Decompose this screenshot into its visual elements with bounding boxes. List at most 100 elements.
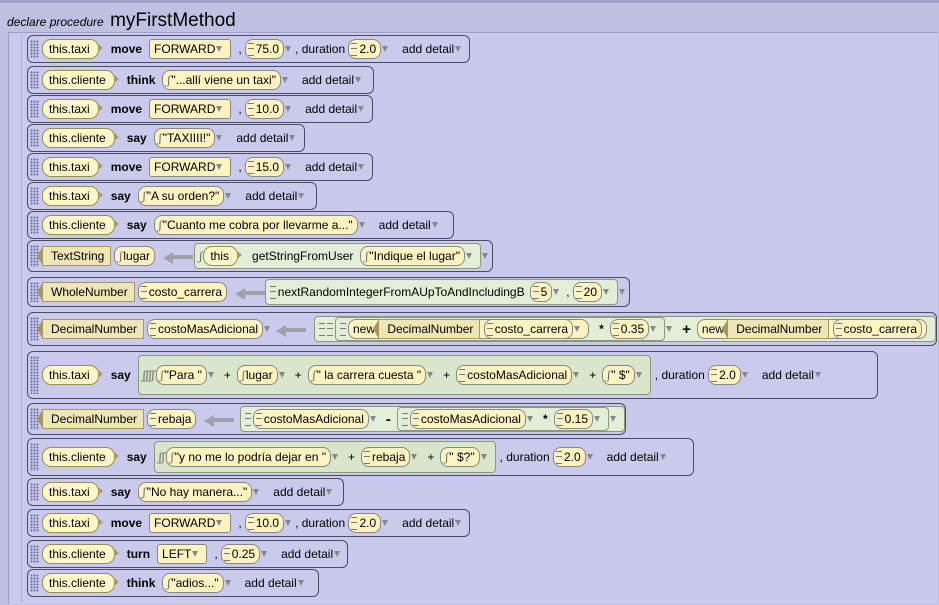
dropdown-icon[interactable] [635,372,642,378]
dropdown-icon[interactable] [326,489,333,495]
duration-value[interactable]: 2.0 [348,39,382,59]
dropdown-icon[interactable] [207,372,214,378]
dropdown-icon[interactable] [650,326,657,332]
dropdown-icon[interactable] [594,416,600,422]
dropdown-icon[interactable] [526,416,533,422]
dropdown-icon[interactable] [253,489,260,495]
statement-row[interactable]: this.taxi move FORWARD, 15.0 add detail [27,153,373,181]
add-detail-button[interactable]: add detail [603,450,674,464]
dropdown-icon[interactable] [411,454,418,460]
statement-row[interactable]: this.taxi say ʃ"A su orden?" add detail [27,182,317,210]
amount-value[interactable]: 75.0 [244,39,285,59]
object-chip[interactable]: this.taxi [42,99,103,119]
variable-chip[interactable]: rebaja [147,409,197,429]
dropdown-icon[interactable] [358,222,365,228]
string-value[interactable]: ʃ"A su orden?" [137,186,225,206]
dropdown-icon[interactable] [573,372,580,378]
type-chip[interactable]: DecimalNumber [722,319,830,339]
statement-row[interactable]: this.taxi move FORWARD, 10.0 , duration … [27,509,470,537]
variable-chip[interactable]: costo_carrera [483,319,574,339]
drag-handle[interactable] [30,356,39,394]
dropdown-icon[interactable] [264,326,271,332]
dropdown-icon[interactable] [814,372,821,378]
statement-row[interactable]: this.taxi move FORWARD, 75.0 , duration … [27,35,470,63]
variable-chip[interactable]: costoMasAdicional [252,409,369,429]
dropdown-icon[interactable] [216,520,223,526]
drag-handle[interactable] [30,187,39,205]
drag-handle[interactable] [30,100,39,118]
dropdown-icon[interactable] [224,580,231,586]
drag-handle[interactable] [30,158,39,176]
add-detail-button[interactable]: add detail [375,218,446,232]
object-chip[interactable]: this.cliente [42,544,119,564]
assignment-row[interactable]: DecimalNumber costoMasAdicional new Deci… [27,312,937,346]
statement-row[interactable]: this.cliente say ʃ"TAXIIII!" add detail [27,124,305,152]
dropdown-icon[interactable] [216,46,223,52]
dropdown-icon[interactable] [285,46,292,52]
dropdown-icon[interactable] [334,551,341,557]
drag-handle[interactable] [30,408,39,430]
assignment-row[interactable]: DecimalNumber rebaja costoMasAdicional -… [27,403,626,435]
drag-handle[interactable] [30,545,39,563]
drag-handle[interactable] [30,282,39,302]
string-value[interactable]: ʃ"Indique el lugar" [360,246,465,266]
assignment-row[interactable]: WholeNumber costo_carrera nextRandomInte… [27,277,630,307]
object-chip[interactable]: this.cliente [42,215,119,235]
drag-handle[interactable] [30,574,39,592]
procedure-name[interactable]: myFirstMethod [110,10,236,31]
add-detail-button[interactable]: add detail [232,131,303,145]
string-value[interactable]: ʃ"adios..." [162,573,224,593]
string-value[interactable]: ʃ"TAXIIII!" [153,128,216,148]
string-value[interactable]: ʃ"y no me lo podría dejar en " [165,447,331,467]
string-value[interactable]: ʃ" $" [602,365,635,385]
type-chip[interactable]: WholeNumber [37,282,135,302]
dropdown-icon[interactable] [455,46,462,52]
sum-expression[interactable]: new DecimalNumber costo_carrera * 0.35 +… [313,316,936,342]
object-chip[interactable]: this.taxi [42,482,103,502]
object-chip[interactable]: this.cliente [42,573,119,593]
type-chip[interactable]: DecimalNumber [373,319,481,339]
statement-row[interactable]: this.taxi move FORWARD, 10.0 add detail [27,95,373,123]
object-chip[interactable]: this.taxi [42,157,103,177]
drag-handle[interactable] [30,71,39,89]
statement-row[interactable]: this.cliente say ʃʃ ʃ"y no me lo podría … [27,438,694,476]
object-chip[interactable]: this [203,246,242,266]
dropdown-icon[interactable] [298,193,305,199]
add-detail-button[interactable]: add detail [277,547,348,561]
statement-row[interactable]: this.cliente think ʃ"...allí viene un ta… [27,66,374,94]
add-detail-button[interactable]: add detail [758,368,829,382]
string-value[interactable]: ʃ"Para " [155,365,207,385]
type-chip[interactable]: DecimalNumber [36,409,145,429]
string-value[interactable]: ʃ" la carrera cuesta " [307,365,427,385]
dropdown-icon[interactable] [586,454,593,460]
dropdown-icon[interactable] [480,454,487,460]
object-chip[interactable]: this.cliente [42,128,119,148]
object-chip[interactable]: this.taxi [42,365,103,385]
dropdown-icon[interactable] [289,135,296,141]
dropdown-icon[interactable] [192,551,199,557]
duration-value[interactable]: 2.0 [348,513,382,533]
dropdown-icon[interactable] [281,77,288,83]
dropdown-icon[interactable] [610,416,616,422]
variable-chip[interactable]: costo_carrera [832,319,922,339]
object-chip[interactable]: this.cliente [42,447,119,467]
variable-chip[interactable]: costo_carrera [137,282,228,302]
product-expression[interactable]: new DecimalNumber costo_carrera * 0.35 [334,317,666,341]
string-value[interactable]: ʃ"...allí viene un taxi" [162,70,281,90]
drag-handle[interactable] [30,129,39,147]
dropdown-icon[interactable] [574,326,581,332]
dropdown-icon[interactable] [216,135,223,141]
add-detail-button[interactable]: add detail [301,160,372,174]
dropdown-icon[interactable] [553,289,560,295]
amount-value[interactable]: 0.25 [220,544,261,564]
dropdown-icon[interactable] [285,106,292,112]
string-value[interactable]: ʃ"No hay manera..." [137,482,253,502]
direction-value[interactable]: FORWARD [149,39,232,59]
amount-value[interactable]: 10.0 [244,513,285,533]
variable-chip[interactable]: costoMasAdicional [456,365,573,385]
drag-handle[interactable] [30,483,39,501]
